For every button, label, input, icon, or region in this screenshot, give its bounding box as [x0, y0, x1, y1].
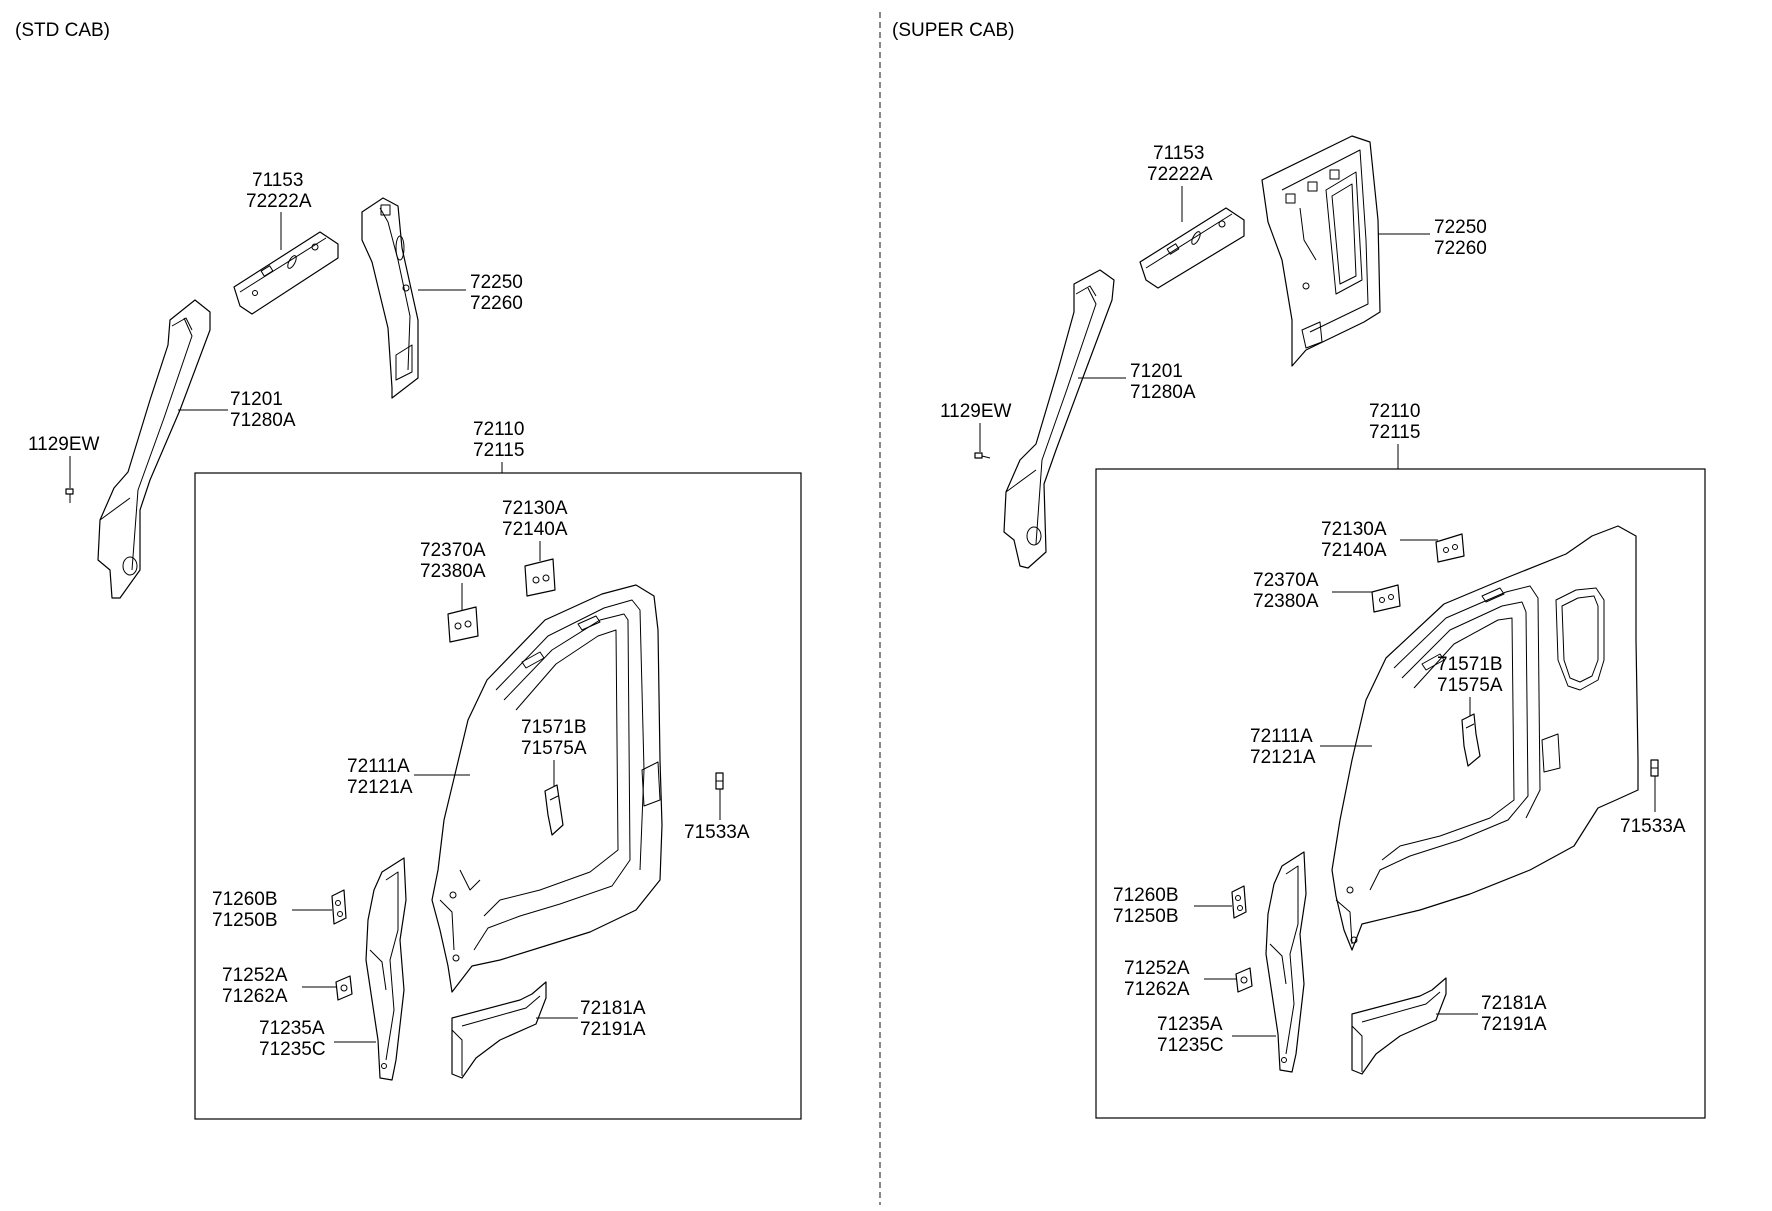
super-label-71250B: 71250B [1113, 906, 1179, 927]
std-part-lower-pillar[interactable] [365, 857, 407, 1081]
super-label-72110: 72110 [1369, 401, 1420, 422]
std-label-71252A: 71252A [222, 965, 288, 986]
super-part-clip-71533A[interactable] [1650, 759, 1659, 777]
std-label-71262A: 71262A [222, 986, 288, 1007]
super-label-71235C: 71235C [1157, 1035, 1224, 1056]
super-label-71280A: 71280A [1130, 382, 1196, 403]
super-label-71235A: 71235A [1157, 1014, 1223, 1035]
super-label-72222A: 72222A [1147, 164, 1213, 185]
std-label-71250B: 71250B [212, 910, 278, 931]
std-part-center-pillar[interactable] [361, 197, 419, 399]
super-part-side-panel[interactable] [1331, 525, 1639, 951]
super-label-72191A: 72191A [1481, 1014, 1547, 1035]
std-label-71235C: 71235C [259, 1039, 326, 1060]
std-part-lower-extension[interactable] [451, 981, 547, 1079]
super-label-72130A: 72130A [1321, 519, 1387, 540]
super-part-a-pillar[interactable] [1003, 269, 1115, 569]
super-label-71262A: 71262A [1124, 979, 1190, 1000]
super-label-72111A: 72111A [1250, 726, 1313, 747]
std-label-1129EW: 1129EW [28, 434, 100, 455]
std-part-a-pillar[interactable] [97, 299, 211, 599]
std-label-72115: 72115 [473, 440, 524, 461]
super-part-lower-pillar[interactable] [1265, 851, 1307, 1073]
std-part-bracket-71260B[interactable] [331, 889, 347, 925]
super-label-72115: 72115 [1369, 422, 1420, 443]
super-part-bolt[interactable] [974, 452, 991, 459]
super-label-71533A: 71533A [1620, 816, 1686, 837]
super-part-bracket-71252A[interactable] [1235, 967, 1253, 993]
super-label-71575A: 71575A [1437, 675, 1503, 696]
std-label-72260: 72260 [470, 293, 523, 314]
std-label-72181A: 72181A [580, 998, 646, 1019]
super-part-bracket-71260B[interactable] [1231, 885, 1247, 919]
super-part-rear-panel[interactable] [1261, 135, 1381, 367]
std-label-72191A: 72191A [580, 1019, 646, 1040]
std-label-72380A: 72380A [420, 561, 486, 582]
super-part-bracket-72130A[interactable] [1435, 533, 1465, 563]
std-label-71153: 71153 [252, 170, 303, 191]
std-label-72250: 72250 [470, 272, 523, 293]
super-part-bracket-72370A[interactable] [1371, 584, 1401, 613]
std-label-71575A: 71575A [521, 738, 587, 759]
std-cab-panel: (STD CAB) 71153 72222A 72250 72260 [15, 20, 802, 1120]
super-label-71201: 71201 [1130, 361, 1183, 382]
super-label-71252A: 71252A [1124, 958, 1190, 979]
super-part-lower-extension[interactable] [1351, 977, 1447, 1075]
super-cab-header: (SUPER CAB) [892, 20, 1014, 41]
std-label-71533A: 71533A [684, 822, 750, 843]
std-label-71280A: 71280A [230, 410, 296, 431]
super-label-71260B: 71260B [1113, 885, 1179, 906]
std-assembly-box [194, 472, 802, 1120]
std-part-reinforcement-71571B[interactable] [544, 784, 564, 836]
super-label-71571B: 71571B [1437, 654, 1503, 675]
super-label-71153: 71153 [1153, 143, 1204, 164]
std-label-71260B: 71260B [212, 889, 278, 910]
std-label-71571B: 71571B [521, 717, 587, 738]
std-label-71235A: 71235A [259, 1018, 325, 1039]
std-part-bracket-72370A[interactable] [447, 606, 479, 643]
std-part-bolt[interactable] [65, 488, 74, 503]
std-label-72111A: 72111A [347, 756, 410, 777]
std-label-72370A: 72370A [420, 540, 486, 561]
super-label-72181A: 72181A [1481, 993, 1547, 1014]
super-label-72250: 72250 [1434, 217, 1487, 238]
super-cab-panel: (SUPER CAB) 71153 72222A 72250 72260 [892, 20, 1706, 1119]
super-label-72260: 72260 [1434, 238, 1487, 259]
super-label-72380A: 72380A [1253, 591, 1319, 612]
std-part-side-panel[interactable] [431, 584, 663, 993]
super-label-72121A: 72121A [1250, 747, 1316, 768]
std-part-roof-bracket[interactable] [233, 231, 339, 315]
super-part-reinforcement-71571B[interactable] [1461, 713, 1481, 767]
super-label-72140A: 72140A [1321, 540, 1387, 561]
std-label-72130A: 72130A [502, 498, 568, 519]
std-label-71201: 71201 [230, 389, 283, 410]
super-label-72370A: 72370A [1253, 570, 1319, 591]
super-assembly-box [1095, 468, 1706, 1119]
super-part-roof-bracket[interactable] [1139, 207, 1245, 289]
std-part-bracket-71252A[interactable] [335, 975, 353, 1001]
std-cab-header: (STD CAB) [15, 20, 110, 41]
std-label-72110: 72110 [473, 419, 524, 440]
std-label-72121A: 72121A [347, 777, 413, 798]
super-label-1129EW: 1129EW [940, 401, 1012, 422]
std-label-72222A: 72222A [246, 191, 312, 212]
std-part-bracket-72130A[interactable] [524, 558, 556, 597]
std-part-clip-71533A[interactable] [715, 772, 724, 790]
std-label-72140A: 72140A [502, 519, 568, 540]
